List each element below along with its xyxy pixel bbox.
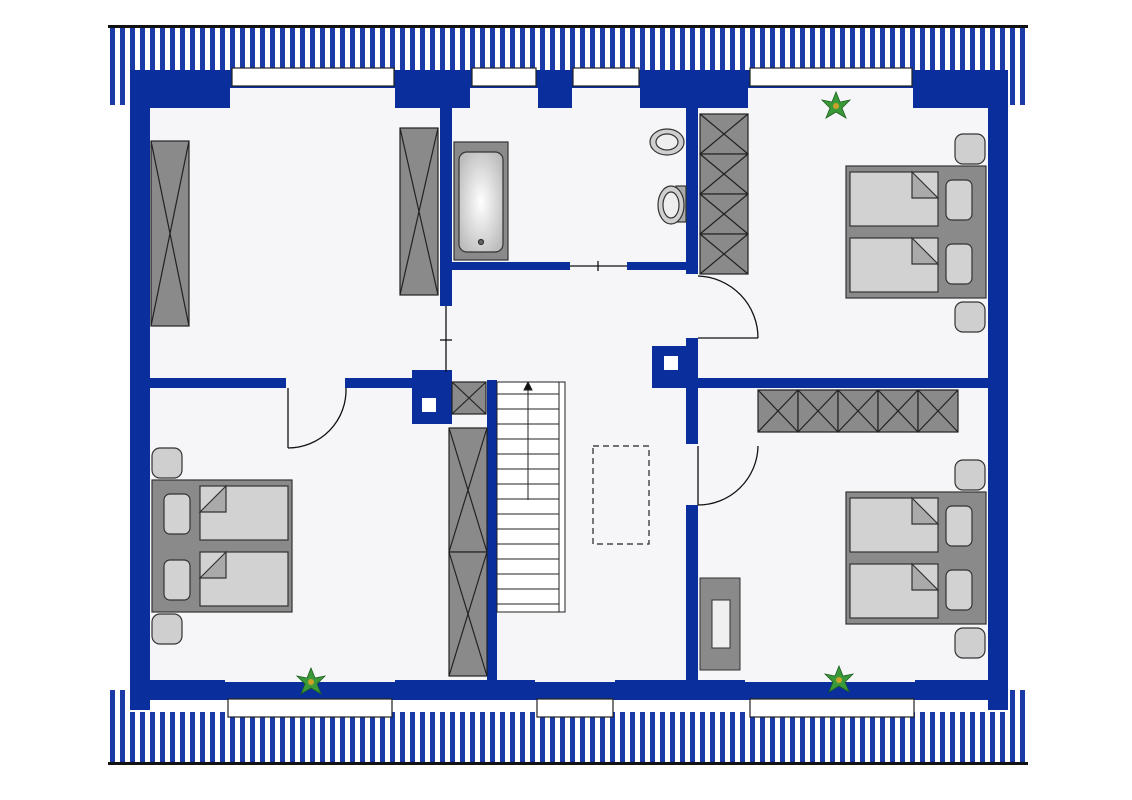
plants: [295, 90, 855, 695]
wardrobe-icon: [150, 140, 190, 327]
roof-eaves: [108, 25, 1028, 765]
interior-walls: [150, 88, 988, 682]
wardrobes: [150, 113, 959, 677]
window-icon: [749, 698, 915, 718]
attic-hatch: [592, 445, 650, 545]
door-icon: [287, 387, 347, 449]
staircase-icon: [496, 380, 566, 613]
wardrobe-icon: [699, 113, 749, 275]
sink-icon: [649, 128, 685, 156]
window-icon: [471, 67, 537, 87]
door-icon: [697, 275, 759, 339]
bathroom-fixtures: [453, 128, 687, 261]
doors: [287, 261, 759, 506]
double-bed-icon: [845, 133, 987, 333]
roof-eaves-right-bottom: [1006, 690, 1028, 764]
plant-icon: [820, 90, 852, 119]
wardrobe-icon: [448, 427, 488, 677]
wardrobe-icon: [399, 127, 439, 296]
roof-eaves-right: [1006, 25, 1028, 105]
windows-top: [231, 67, 913, 87]
toilet-icon: [657, 185, 687, 225]
wardrobe-icon: [451, 381, 487, 415]
windows-bottom: [227, 698, 915, 718]
plant-icon: [295, 666, 327, 695]
window-icon: [231, 67, 395, 87]
window-icon: [749, 67, 913, 87]
window-icon: [536, 698, 614, 718]
window-icon: [572, 67, 640, 87]
plant-icon: [823, 664, 855, 693]
roof-eaves-top: [108, 25, 1028, 70]
wardrobe-icon: [757, 389, 959, 433]
roof-eaves-left-bottom: [108, 690, 130, 764]
roof-eaves-bottom: [108, 712, 1028, 764]
bathtub-icon: [453, 141, 509, 261]
door-icon: [570, 261, 627, 271]
window-icon: [227, 698, 393, 718]
door-icon: [697, 445, 759, 506]
double-bed-icon: [845, 459, 987, 659]
door-icon: [440, 306, 452, 372]
chimney-icon: [699, 577, 741, 671]
roof-eaves-left: [108, 25, 130, 105]
beds: [151, 133, 987, 659]
double-bed-icon: [151, 447, 293, 645]
